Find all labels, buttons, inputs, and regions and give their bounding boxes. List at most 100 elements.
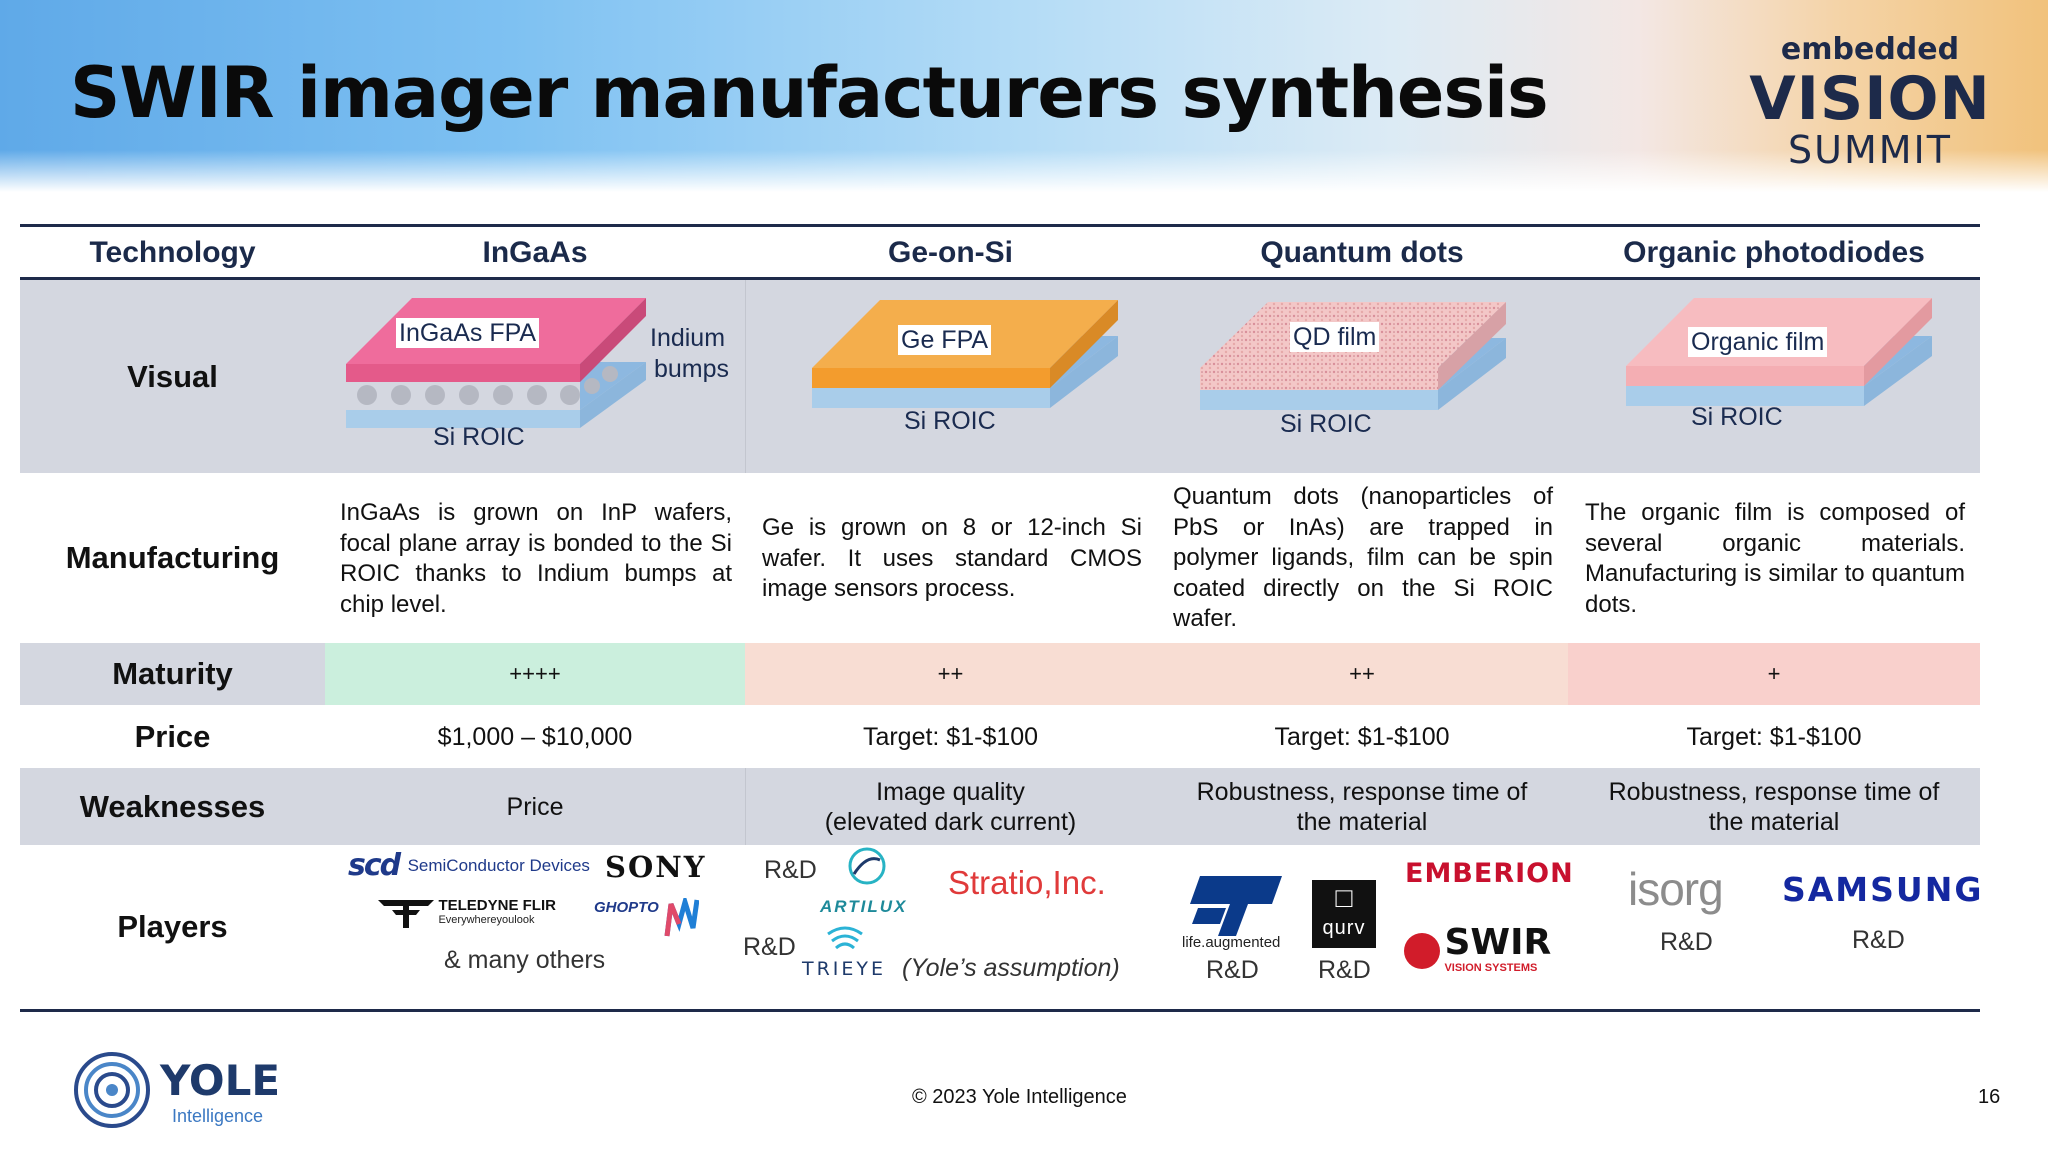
manufacturing-opd: The organic film is composed of several …	[1585, 499, 1965, 618]
teledyne-tagline: Everywhereyoulook	[438, 914, 535, 926]
ge-rnd-label-1: R&D	[764, 856, 817, 884]
ghopto-mark-icon	[664, 893, 700, 937]
row-label-weaknesses: Weaknesses	[79, 788, 266, 824]
yole-mark-icon	[74, 1052, 150, 1128]
logo-line-3: SUMMIT	[1788, 128, 1952, 172]
weakness-divider	[745, 768, 746, 845]
scd-mark-icon: scd	[348, 848, 401, 883]
emberion-logo: EMBERION	[1405, 858, 1574, 889]
weakness-qd: Robustness, response time of the materia…	[1156, 768, 1568, 845]
row-label-manufacturing: Manufacturing	[65, 540, 280, 575]
swir-mark-icon	[1404, 933, 1440, 969]
weakness-row-bg	[20, 768, 1980, 845]
ingaas-si-roic-label: Si ROIC	[433, 423, 525, 451]
header-bottom-rule	[20, 277, 1980, 280]
maturity-ge: ++	[937, 661, 964, 686]
weakness-ingaas-line: Price	[506, 792, 564, 821]
weakness-ge-line-2: (elevated dark current)	[824, 807, 1077, 836]
header-ge-on-si: Ge-on-Si	[888, 236, 1013, 269]
header-technology: Technology	[89, 236, 256, 269]
row-label-price: Price	[134, 718, 211, 754]
isorg-logo: isorg	[1628, 863, 1724, 915]
ge-fpa-label: Ge FPA	[898, 325, 992, 355]
qurv-wordmark: qurv	[1322, 917, 1366, 939]
price-opd: Target: $1-$100	[1686, 722, 1862, 751]
weakness-opd-line-2: the material	[1708, 807, 1840, 836]
yole-logo: YOLE Intelligence	[72, 1050, 312, 1130]
maturity-label-bg	[20, 643, 325, 705]
trieye-wordmark: TRIEYE	[802, 958, 887, 980]
price-ge: Target: $1-$100	[862, 722, 1039, 751]
scd-wordmark: SemiConductor Devices	[407, 856, 590, 875]
st-tagline: life.augmented	[1182, 934, 1281, 951]
yole-assumption-note: (Yole’s assumption)	[902, 954, 1120, 982]
header-organic-photodiodes: Organic photodiodes	[1623, 236, 1925, 269]
artilux-wordmark: ARTILUX	[820, 897, 908, 916]
maturity-qd-bg	[1156, 643, 1568, 705]
manufacturing-qd: Quantum dots (nanoparticles of PbS or In…	[1173, 483, 1553, 632]
ghopto-wordmark: GHOPTO	[594, 899, 659, 917]
header-ingaas: InGaAs	[482, 236, 588, 269]
weakness-qd-line-1: Robustness, response time of	[1196, 777, 1528, 806]
embedded-vision-summit-logo: embedded VISION SUMMIT	[1740, 32, 2000, 182]
table-top-rule	[20, 224, 1980, 227]
price-qd: Target: $1-$100	[1274, 722, 1450, 751]
trieye-mark-icon	[827, 926, 863, 950]
weakness-opd: Robustness, response time of the materia…	[1568, 768, 1980, 845]
ge-rnd-label-2: R&D	[743, 933, 796, 961]
opd-si-roic-label: Si ROIC	[1691, 403, 1783, 431]
row-label-maturity: Maturity	[112, 656, 233, 691]
qurv-logo: □ qurv	[1312, 880, 1376, 948]
st-rnd-label: R&D	[1206, 956, 1259, 984]
table-bottom-rule	[20, 1009, 1980, 1012]
qurv-rnd-label: R&D	[1318, 956, 1371, 984]
row-label-players: Players	[117, 909, 228, 944]
logo-line-1: embedded	[1780, 32, 1960, 67]
organic-film-label: Organic film	[1688, 327, 1828, 357]
yole-subtitle: Intelligence	[172, 1106, 264, 1126]
ghopto-logo: GHOPTO	[594, 893, 700, 938]
logo-line-2: VISION	[1749, 64, 1991, 134]
page-number: 16	[1978, 1086, 2001, 1108]
slide-title: SWIR imager manufacturers synthesis	[70, 52, 1549, 134]
weakness-qd-line-2: the material	[1296, 807, 1428, 836]
footer-copyright: © 2023 Yole Intelligence	[912, 1086, 1127, 1108]
indium-bumps-label-1: Indium	[650, 324, 726, 352]
header-quantum-dots: Quantum dots	[1260, 236, 1464, 269]
qurv-mark-icon: □	[1335, 882, 1353, 913]
scd-logo: scd SemiConductor Devices	[348, 848, 590, 883]
swir-subtitle: VISION SYSTEMS	[1444, 962, 1538, 974]
samsung-logo: SAMSUNG	[1782, 870, 1984, 909]
teledyne-flir-logo: TELEDYNE FLIR Everywhereyoulook	[378, 896, 556, 930]
weakness-opd-line-1: Robustness, response time of	[1608, 777, 1940, 806]
stratio-logo: Stratio,Inc.	[948, 864, 1106, 901]
sony-logo: SONY	[605, 850, 707, 884]
st-logo-icon	[1190, 876, 1282, 936]
ge-si-roic-label: Si ROIC	[904, 407, 996, 435]
price-ingaas: $1,000 – $10,000	[437, 722, 633, 751]
weakness-ge: Image quality (elevated dark current)	[745, 768, 1156, 845]
maturity-ingaas-bg	[325, 643, 745, 705]
teledyne-mark-icon	[378, 900, 434, 928]
qd-si-roic-label: Si ROIC	[1280, 410, 1372, 438]
manufacturing-ge: Ge is grown on 8 or 12-inch Si wafer. It…	[762, 514, 1142, 602]
maturity-ge-bg	[745, 643, 1156, 705]
manufacturing-ingaas: InGaAs is grown on InP wafers, focal pla…	[340, 499, 732, 618]
maturity-opd: +	[1767, 661, 1781, 686]
yole-wordmark: YOLE	[160, 1056, 281, 1105]
qd-film-label: QD film	[1290, 322, 1380, 352]
swir-wordmark: SWIR	[1444, 922, 1552, 963]
isorg-rnd-label: R&D	[1660, 928, 1713, 956]
maturity-qd: ++	[1349, 661, 1375, 686]
teledyne-wordmark: TELEDYNE FLIR	[438, 897, 556, 914]
visual-divider	[745, 280, 746, 473]
maturity-opd-bg	[1568, 643, 1980, 705]
weakness-ingaas: Price	[325, 768, 745, 845]
ingaas-stack-diagram	[346, 298, 646, 428]
ingaas-fpa-label: InGaAs FPA	[396, 318, 540, 348]
swir-vision-logo: SWIR VISION SYSTEMS	[1404, 922, 1552, 976]
maturity-ingaas: ++++	[509, 661, 561, 686]
weakness-ge-line-1: Image quality	[876, 777, 1025, 806]
ge-stack-diagram	[812, 300, 1118, 408]
many-others-text: & many others	[444, 946, 606, 974]
